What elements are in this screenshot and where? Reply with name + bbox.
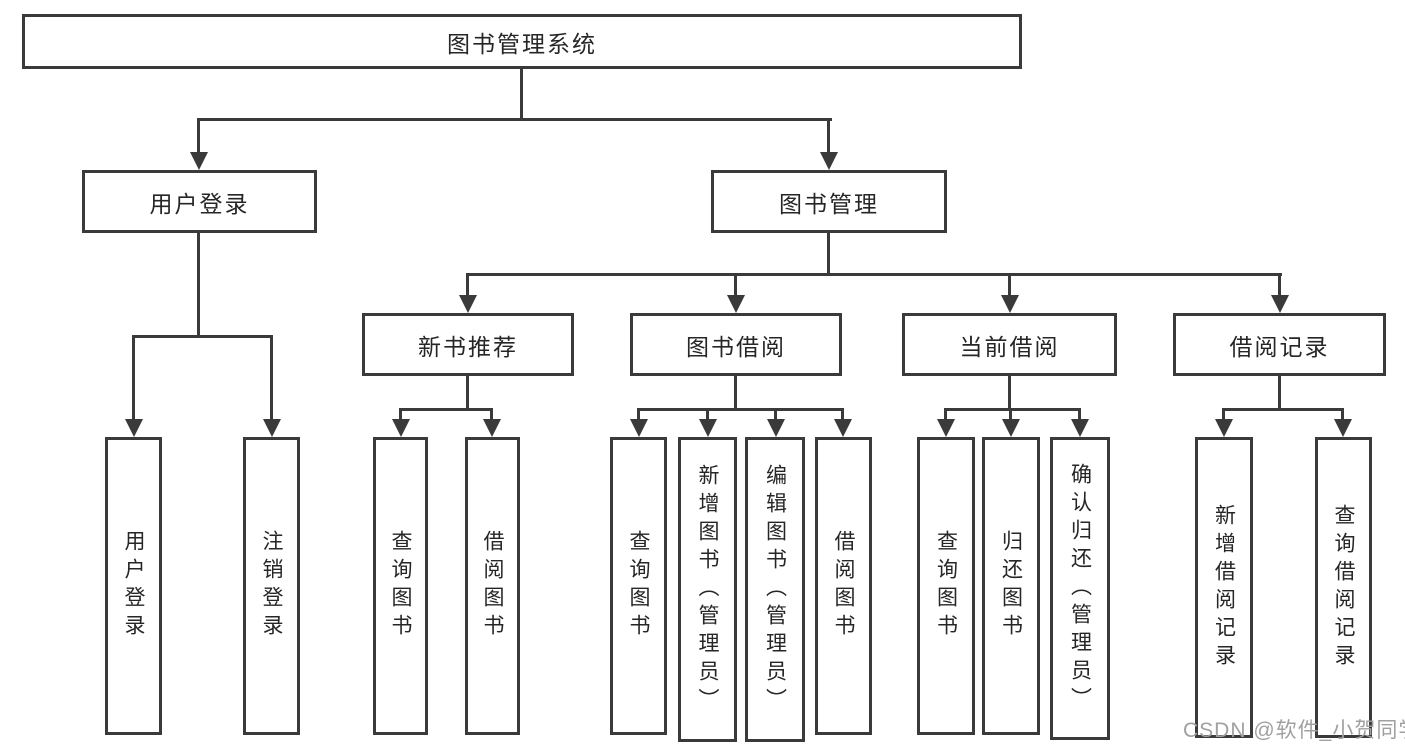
connector-line	[827, 233, 830, 275]
leaf-query-books-1-label: 查询图书	[389, 530, 412, 642]
leaf-add-borrow-record-label: 新增借阅记录	[1212, 503, 1236, 672]
leaf-borrow-books-2-label: 借阅图书	[832, 530, 855, 642]
connector-line	[1009, 408, 1012, 421]
leaf-confirm-return-admin-label: 确认归还（管理员）	[1068, 462, 1092, 715]
connector-line	[197, 118, 200, 154]
leaf-query-books-2-label: 查询图书	[627, 530, 650, 642]
node-new-book-recommend-label: 新书推荐	[418, 333, 518, 360]
leaf-borrow-books-1: 借阅图书	[465, 437, 520, 735]
leaf-query-books-3: 查询图书	[917, 437, 975, 735]
connector-line	[520, 67, 523, 120]
connector-line	[132, 335, 135, 421]
arrow-down-icon	[1071, 419, 1089, 437]
connector-line	[1278, 273, 1281, 297]
arrow-down-icon	[1002, 419, 1020, 437]
arrow-down-icon	[699, 419, 717, 437]
leaf-add-book-admin: 新增图书（管理员）	[678, 437, 737, 742]
node-borrow-records-label: 借阅记录	[1229, 333, 1330, 360]
node-current-borrow-label: 当前借阅	[959, 333, 1060, 360]
arrow-down-icon	[190, 152, 208, 170]
connector-line	[399, 408, 493, 411]
leaf-logout-label: 注销登录	[260, 530, 283, 642]
connector-line	[132, 335, 273, 338]
leaf-return-book: 归还图书	[982, 437, 1040, 735]
arrow-down-icon	[392, 419, 410, 437]
leaf-add-borrow-record: 新增借阅记录	[1195, 437, 1253, 738]
leaf-query-borrow-record: 查询借阅记录	[1315, 437, 1372, 738]
arrow-down-icon	[125, 419, 143, 437]
node-book-borrow-label: 图书借阅	[686, 333, 786, 360]
leaf-return-book-label: 归还图书	[999, 530, 1023, 642]
connector-line	[637, 408, 844, 411]
arrow-down-icon	[1215, 419, 1233, 437]
leaf-query-books-2: 查询图书	[610, 437, 667, 735]
node-current-borrow: 当前借阅	[902, 313, 1117, 376]
leaf-confirm-return-admin: 确认归还（管理员）	[1050, 437, 1110, 740]
node-book-management-label: 图书管理	[779, 190, 879, 217]
arrow-down-icon	[263, 419, 281, 437]
connector-line	[197, 118, 832, 121]
arrow-down-icon	[1334, 419, 1352, 437]
arrow-down-icon	[483, 419, 501, 437]
connector-line	[490, 408, 493, 421]
connector-line	[270, 335, 273, 421]
connector-line	[466, 273, 469, 297]
connector-line	[1008, 376, 1011, 410]
connector-line	[944, 408, 1081, 411]
leaf-query-borrow-record-label: 查询借阅记录	[1332, 503, 1355, 672]
connector-line	[1341, 408, 1344, 421]
connector-line	[1222, 408, 1225, 421]
leaf-query-books-1: 查询图书	[373, 437, 428, 735]
connector-line	[399, 408, 402, 421]
connector-line	[841, 408, 844, 421]
arrow-down-icon	[459, 295, 477, 313]
arrow-down-icon	[820, 152, 838, 170]
arrow-down-icon	[1001, 295, 1019, 313]
node-root-library-system: 图书管理系统	[22, 14, 1022, 69]
arrow-down-icon	[1271, 295, 1289, 313]
leaf-user-login: 用户登录	[105, 437, 162, 735]
arrow-down-icon	[727, 295, 745, 313]
connector-line	[1078, 408, 1081, 421]
node-user-login-label: 用户登录	[149, 190, 250, 217]
csdn-watermark: CSDN @软件_小贺同学	[1183, 719, 1405, 742]
arrow-down-icon	[937, 419, 955, 437]
connector-line	[197, 233, 200, 337]
connector-line	[637, 408, 640, 421]
connector-line	[1008, 273, 1011, 297]
connector-line	[774, 408, 777, 421]
connector-line	[827, 118, 830, 154]
connector-line	[734, 273, 737, 297]
leaf-edit-book-admin-label: 编辑图书（管理员）	[763, 463, 787, 716]
connector-line	[706, 408, 709, 421]
arrow-down-icon	[630, 419, 648, 437]
node-borrow-records: 借阅记录	[1173, 313, 1386, 376]
leaf-borrow-books-2: 借阅图书	[815, 437, 872, 735]
node-book-borrow: 图书借阅	[630, 313, 842, 376]
arrow-down-icon	[834, 419, 852, 437]
node-root-label: 图书管理系统	[447, 30, 597, 57]
node-new-book-recommend: 新书推荐	[362, 313, 574, 376]
connector-line	[944, 408, 947, 421]
leaf-borrow-books-1-label: 借阅图书	[481, 530, 504, 642]
connector-line	[734, 376, 737, 410]
node-book-management: 图书管理	[711, 170, 947, 233]
connector-line	[1222, 408, 1344, 411]
leaf-logout: 注销登录	[243, 437, 300, 735]
leaf-edit-book-admin: 编辑图书（管理员）	[745, 437, 805, 742]
connector-line	[466, 273, 1282, 276]
node-user-login: 用户登录	[82, 170, 317, 233]
leaf-add-book-admin-label: 新增图书（管理员）	[696, 463, 719, 716]
arrow-down-icon	[767, 419, 785, 437]
leaf-query-books-3-label: 查询图书	[934, 530, 958, 642]
leaf-user-login-label: 用户登录	[122, 530, 145, 642]
connector-line	[466, 376, 469, 410]
connector-line	[1278, 376, 1281, 410]
